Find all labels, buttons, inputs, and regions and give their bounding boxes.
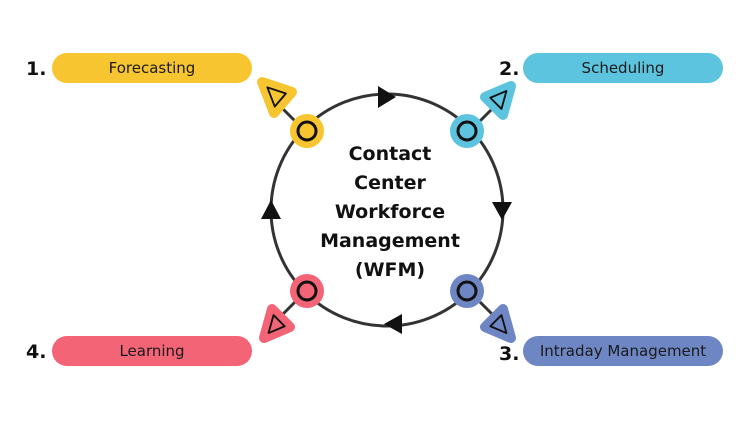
step-3-number: 3. <box>499 343 520 365</box>
step-2-label: Scheduling <box>581 59 665 77</box>
step-1-node <box>257 77 324 148</box>
step-1-arrow-icon <box>257 77 297 118</box>
step-1-label: Forecasting <box>108 59 196 77</box>
step-3-label-pill: Intraday Management <box>523 336 723 366</box>
step-2-label-pill: Scheduling <box>523 53 723 83</box>
title-line: Contact <box>348 143 432 165</box>
title-line: Center <box>354 172 426 194</box>
cycle-arrow-top <box>378 86 396 108</box>
title-line: Management <box>320 230 460 252</box>
step-4-node <box>259 274 324 343</box>
step-3-arrow-icon <box>480 304 516 343</box>
step-3-node <box>450 274 516 343</box>
step-4-label-pill: Learning <box>52 336 252 366</box>
cycle-arrow-right <box>492 202 512 220</box>
step-4-arrow-icon <box>259 304 295 343</box>
step-4-label: Learning <box>119 342 185 360</box>
title-line: (WFM) <box>354 259 426 281</box>
cycle-arrow-left <box>261 200 281 219</box>
cycle-arrow-bottom <box>384 314 402 334</box>
step-4-number: 4. <box>26 341 47 363</box>
diagram-title: Contact Center Workforce Management (WFM… <box>300 140 480 285</box>
step-1-number: 1. <box>26 58 47 80</box>
step-3-label: Intraday Management <box>539 342 707 360</box>
step-2-number: 2. <box>499 58 520 80</box>
step-2-node <box>450 81 516 148</box>
step-2-arrow-icon <box>480 81 516 120</box>
title-line: Workforce <box>334 201 446 223</box>
step-1-label-pill: Forecasting <box>52 53 252 83</box>
